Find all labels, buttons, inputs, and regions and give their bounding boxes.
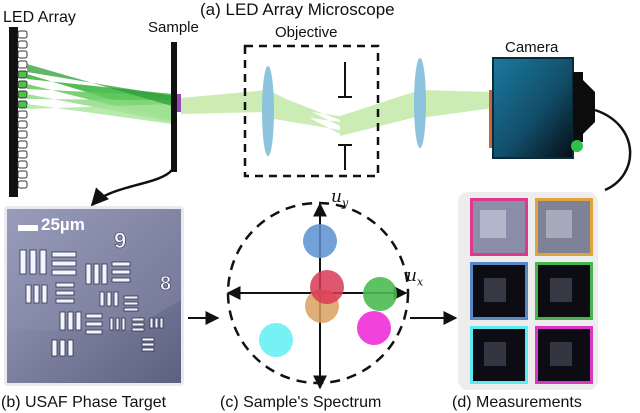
axis-uy-base: u [331,187,342,207]
caption-measurements: (d) Measurements [452,394,582,411]
spectrum-circle-top [303,224,337,258]
usaf-target-image: 9 8 [4,206,184,386]
measurement-tile-cyan [470,326,528,384]
axis-ux-base: u [406,266,417,286]
objective-lens [262,66,274,156]
spectrum-circle-center [310,270,344,304]
led-cells [17,30,28,189]
measurements-panel [458,192,598,390]
spectrum-circle-right [363,277,397,311]
objective-box [243,44,380,178]
spectrum-circles [259,224,397,357]
figure-title: (a) LED Array Microscope [200,0,395,19]
camera [489,57,632,192]
objective-label: Objective [275,24,338,41]
usaf-digit-8: 8 [160,273,171,295]
sample-zoom-arrow [90,169,173,207]
led-array [9,27,28,197]
measurement-tile-green [535,262,593,320]
usaf-bars [19,249,164,357]
axis-uy-label: uy [331,187,349,210]
aperture-stop [338,62,352,170]
caption-spectrum: (c) Sample's Spectrum [220,394,382,411]
measurement-tile-magenta [470,198,528,256]
axis-ux-label: ux [406,266,424,289]
spectrum-circle-cyan [259,323,293,357]
scale-bar [18,225,38,231]
sample-slide [171,42,181,172]
camera-label: Camera [505,39,559,56]
transmitted-beam [181,90,493,136]
measurement-tile-orange [535,198,593,256]
usaf-digit-9: 9 [114,228,126,253]
spectrum-circle-magenta [357,311,391,345]
led-array-label: LED Array [3,9,76,26]
axis-uy-sub: y [341,196,349,210]
measurement-tile-pink [535,326,593,384]
illumination-beams [27,64,172,124]
scale-bar-label: 25µm [41,215,85,234]
tube-lens [414,58,426,148]
measurement-tile-blue [470,262,528,320]
sample-label: Sample [148,19,199,36]
camera-cable [594,108,632,192]
axis-ux-sub: x [416,275,424,289]
caption-usaf-target: (b) USAF Phase Target [1,394,167,411]
